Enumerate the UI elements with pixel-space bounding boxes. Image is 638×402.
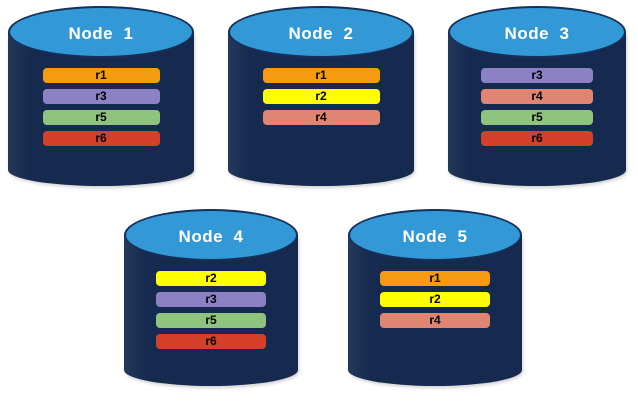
node-1-record-r3[interactable]: r3 [42, 89, 160, 104]
node-4-cylinder-top [124, 209, 298, 261]
node-4[interactable]: Node 4 r2 r3 r5 r6 [124, 209, 298, 386]
node-5-record-list: r1 r2 r4 [348, 271, 522, 328]
node-3[interactable]: Node 3 r3 r4 r5 r6 [448, 6, 626, 186]
node-1-record-r6[interactable]: r6 [42, 131, 160, 146]
node-2-cylinder-top [228, 6, 414, 58]
node-1-record-list: r1 r3 r5 r6 [8, 68, 194, 146]
node-3-cylinder-top [448, 6, 626, 58]
node-2-record-r4[interactable]: r4 [262, 110, 380, 125]
node-2-record-r2[interactable]: r2 [262, 89, 380, 104]
node-3-record-r5[interactable]: r5 [481, 110, 593, 125]
node-2[interactable]: Node 2 r1 r2 r4 [228, 6, 414, 186]
node-3-record-r3[interactable]: r3 [481, 68, 593, 83]
node-5[interactable]: Node 5 r1 r2 r4 [348, 209, 522, 386]
node-5-record-r4[interactable]: r4 [380, 313, 490, 328]
node-1-title: Node 1 [68, 24, 134, 43]
node-5-record-r1[interactable]: r1 [380, 271, 490, 286]
node-3-title: Node 3 [504, 24, 570, 43]
node-4-record-r2[interactable]: r2 [156, 271, 266, 286]
node-1-record-r5[interactable]: r5 [42, 110, 160, 125]
node-3-record-list: r3 r4 r5 r6 [448, 68, 626, 146]
node-5-title: Node 5 [402, 227, 468, 246]
node-1-cylinder-top [8, 6, 194, 58]
node-4-record-r3[interactable]: r3 [156, 292, 266, 307]
node-1[interactable]: Node 1 r1 r3 r5 r6 [8, 6, 194, 186]
node-2-record-r1[interactable]: r1 [262, 68, 380, 83]
node-3-record-r4[interactable]: r4 [481, 89, 593, 104]
node-4-record-r5[interactable]: r5 [156, 313, 266, 328]
node-2-title: Node 2 [288, 24, 354, 43]
node-5-cylinder-top [348, 209, 522, 261]
node-4-title: Node 4 [178, 227, 244, 246]
node-4-record-list: r2 r3 r5 r6 [124, 271, 298, 349]
node-5-record-r2[interactable]: r2 [380, 292, 490, 307]
node-4-record-r6[interactable]: r6 [156, 334, 266, 349]
node-2-record-list: r1 r2 r4 [228, 68, 414, 125]
node-3-record-r6[interactable]: r6 [481, 131, 593, 146]
node-1-record-r1[interactable]: r1 [42, 68, 160, 83]
